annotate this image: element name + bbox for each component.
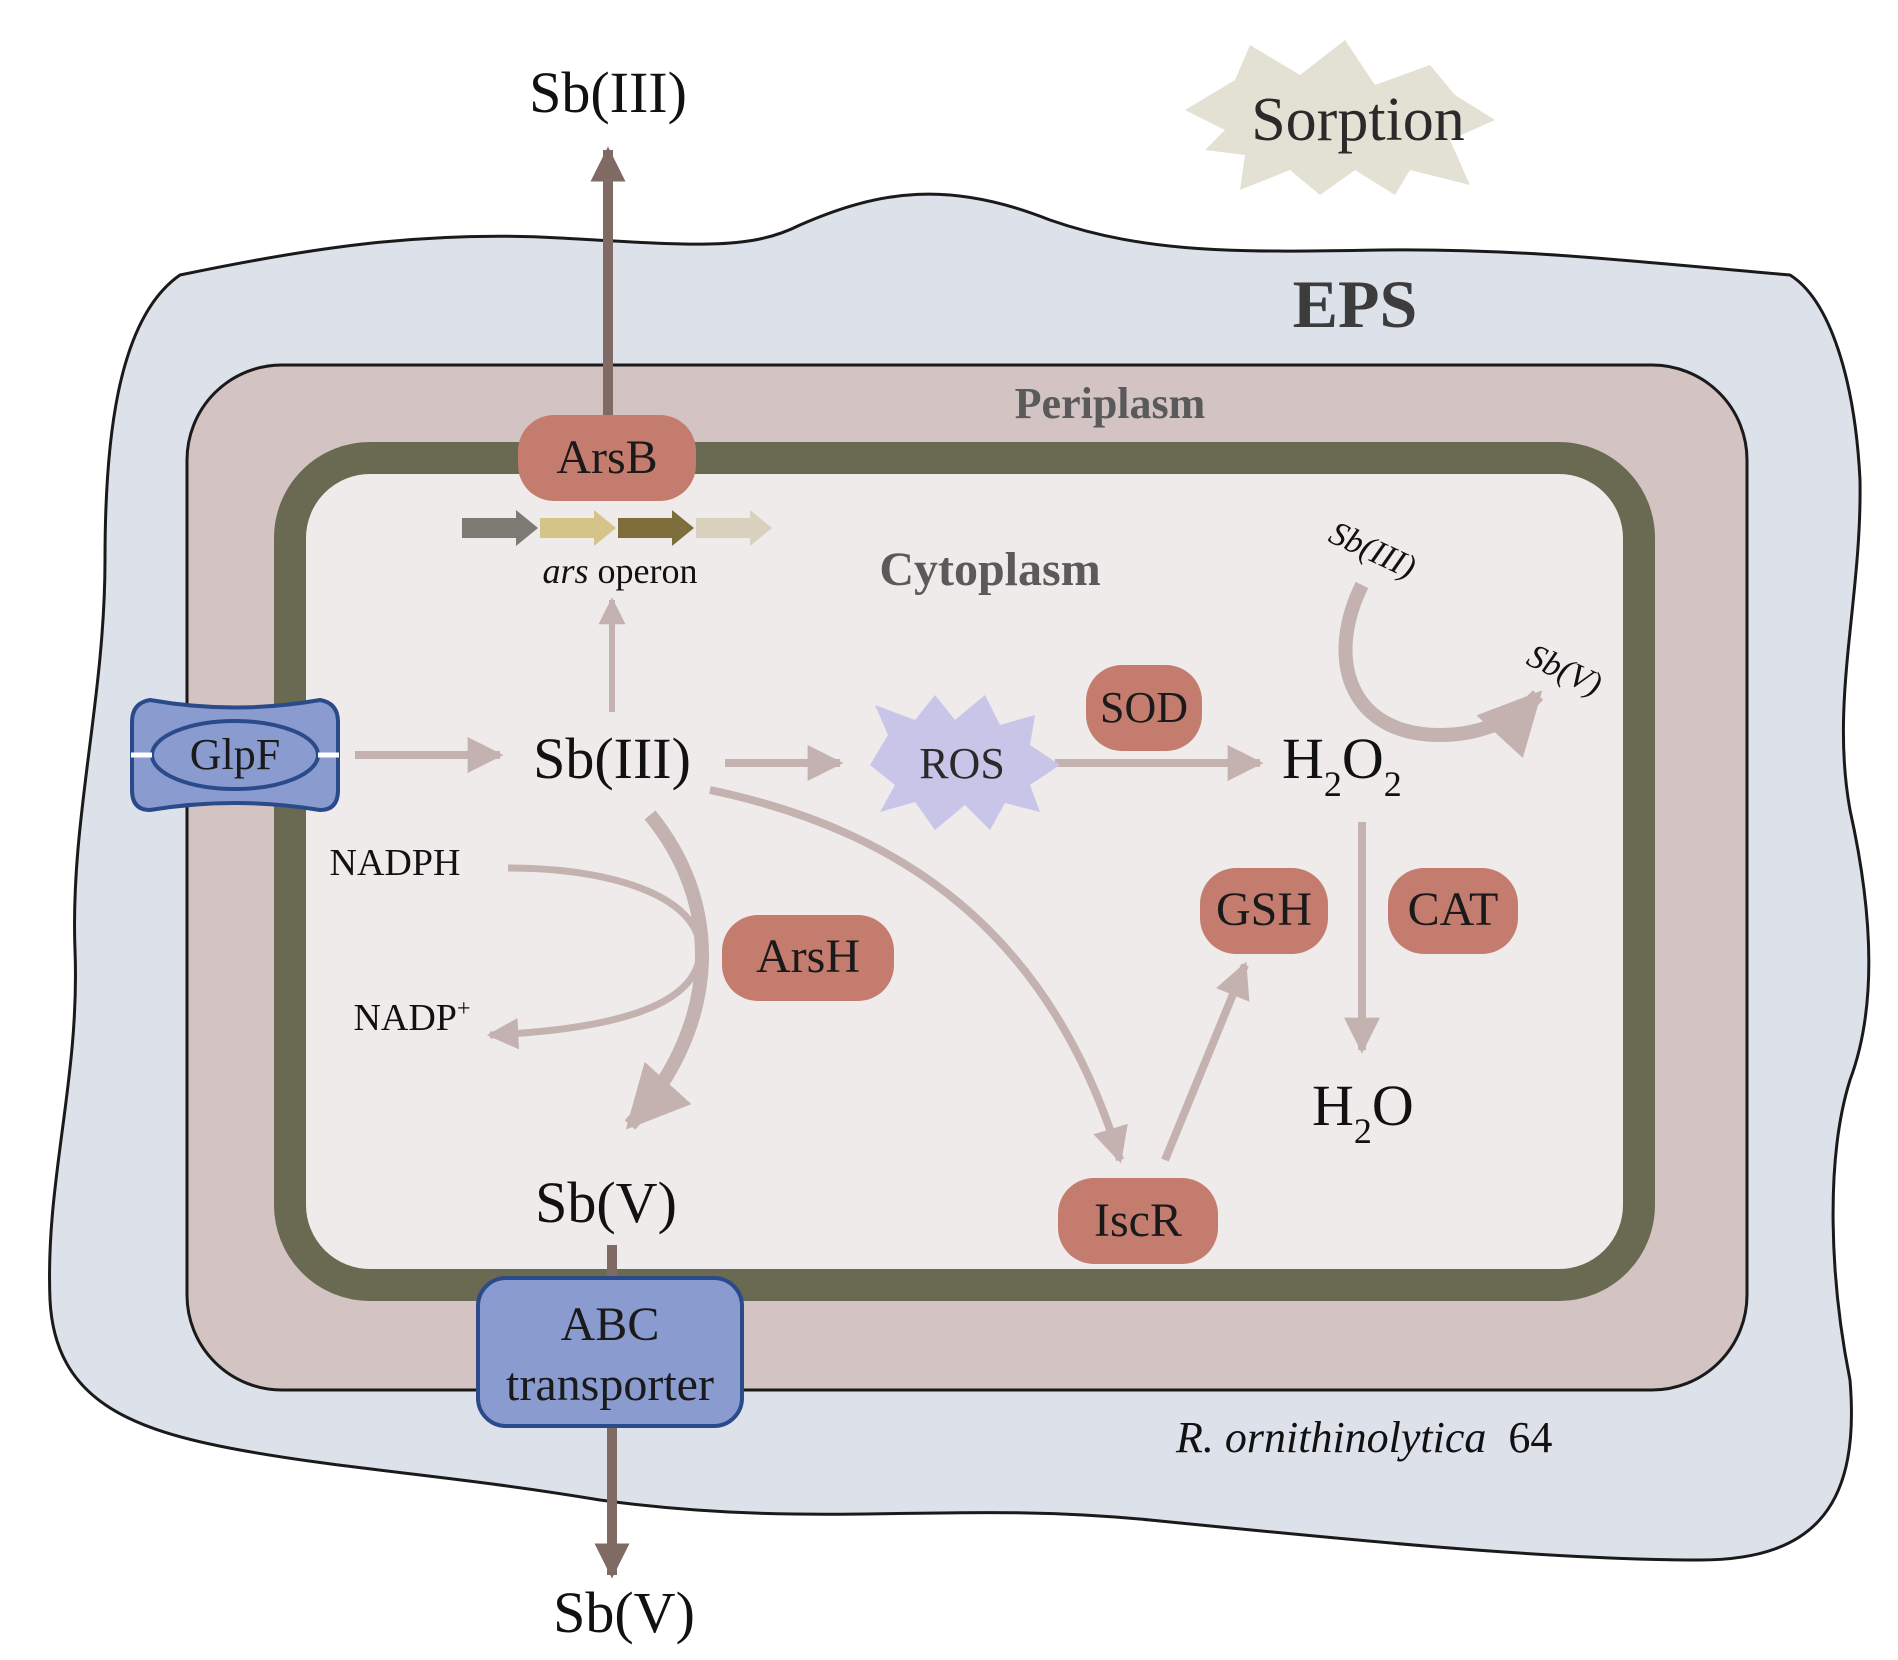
gsh-label: GSH: [1216, 883, 1312, 936]
eps-label: EPS: [1293, 266, 1418, 342]
pathway-arrows: [355, 581, 1544, 1164]
nadp-label: NADP+: [353, 996, 470, 1039]
sorption-label: Sorption: [1251, 86, 1465, 154]
operon-gene-4: [696, 510, 772, 546]
abc-label-line1: ABC: [561, 1298, 660, 1351]
sod-label: SOD: [1100, 683, 1188, 732]
ars-operon-label: ars operon: [543, 551, 698, 591]
h2o-h: H: [1312, 1073, 1354, 1138]
sb3-to-iscr-arrow: [709, 786, 1128, 1164]
sb3-cytoplasm-label: Sb(III): [533, 726, 691, 791]
arsh-box: [722, 915, 894, 1001]
sod-box: [1086, 665, 1202, 751]
periplasm-label: Periplasm: [1015, 379, 1206, 428]
nadp-superscript: +: [457, 996, 471, 1022]
operon-gene-2: [540, 510, 616, 546]
sb3-external-label: Sb(III): [529, 60, 687, 125]
ars-operon-genes: [462, 510, 772, 546]
cytoplasm-label: Cytoplasm: [879, 543, 1100, 596]
h2o-sub: 2: [1354, 1111, 1372, 1151]
nadph-label: NADPH: [330, 842, 461, 884]
iscr-box: [1058, 1178, 1218, 1264]
abc-label-line2: transporter: [506, 1358, 714, 1411]
sorption-burst: [1185, 40, 1495, 195]
arsh-label: ArsH: [756, 930, 860, 983]
operon-word: operon: [589, 551, 698, 591]
ars-italic: ars: [543, 551, 589, 591]
sb5-external-label: Sb(V): [553, 1580, 695, 1645]
h2o2-sub-2: 2: [1384, 764, 1402, 804]
h2o2-o: O: [1342, 726, 1384, 791]
h2o-label: H2O: [1312, 1073, 1414, 1151]
organism-name: R. ornithinolytica: [1175, 1413, 1486, 1462]
ros-label: ROS: [919, 739, 1005, 788]
h2o2-h: H: [1282, 726, 1324, 791]
strain-number: 64: [1508, 1413, 1552, 1462]
nadph-to-nadp-arrow: [486, 864, 704, 1050]
h2o2-label: H2O2: [1282, 726, 1402, 804]
h2o2-sub-1: 2: [1324, 764, 1342, 804]
nadp-base: NADP: [353, 997, 456, 1039]
ros-burst: [870, 695, 1060, 830]
sb5-cytoplasm-label: Sb(V): [535, 1170, 677, 1235]
cat-label: CAT: [1408, 883, 1499, 936]
organism-label: R. ornithinolytica 64: [1175, 1413, 1552, 1462]
arsb-box: [518, 415, 696, 501]
arsb-label: ArsB: [556, 431, 657, 484]
gsh-box: [1200, 868, 1328, 954]
glpf-label: GlpF: [190, 730, 280, 779]
operon-gene-1: [462, 510, 538, 546]
iscr-label: IscR: [1094, 1194, 1182, 1247]
sb3-oxidation-arc: [1338, 581, 1544, 759]
glpf-channel: [130, 697, 340, 813]
cat-box: [1388, 868, 1518, 954]
operon-gene-3: [618, 510, 694, 546]
h2o-o: O: [1372, 1073, 1414, 1138]
iscr-to-gsh-arrow: [1161, 961, 1250, 1162]
abc-transporter-box: [476, 1276, 744, 1428]
